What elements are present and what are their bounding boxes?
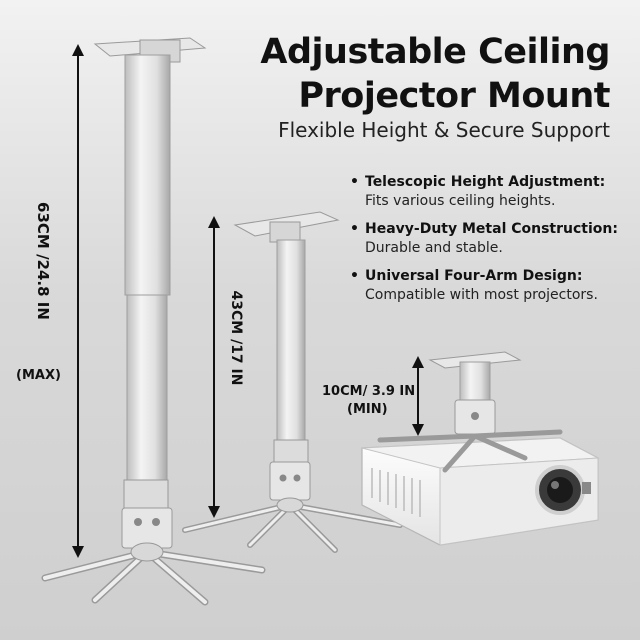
projector-mount xyxy=(428,351,522,435)
max-note-label: (MAX) xyxy=(16,368,61,383)
feature-description: Fits various ceiling heights. xyxy=(365,193,556,209)
feature-heading: Universal Four-Arm Design: xyxy=(365,268,583,284)
projector xyxy=(361,429,600,546)
max-length-label: 63CM /24.8 IN xyxy=(34,202,52,320)
title-line-2: Projector Mount xyxy=(298,76,610,116)
feature-item-heavy-duty: • Heavy-Duty Metal Construction: Durable… xyxy=(350,220,635,258)
tall-mount xyxy=(41,37,266,606)
mid-mount xyxy=(182,211,403,553)
min-note-label: (MIN) xyxy=(347,402,388,417)
feature-list: • Telescopic Height Adjustment: Fits var… xyxy=(350,173,635,314)
bullet-icon: • xyxy=(350,174,359,190)
min-length-label: 10CM/ 3.9 IN xyxy=(322,384,416,399)
feature-heading: Heavy-Duty Metal Construction: xyxy=(365,221,618,237)
mid-length-label: 43CM /17 IN xyxy=(228,290,244,386)
page-title: Adjustable Ceiling Projector Mount xyxy=(250,30,610,118)
feature-description: Compatible with most projectors. xyxy=(365,287,598,303)
bullet-icon: • xyxy=(350,221,359,237)
feature-item-telescopic: • Telescopic Height Adjustment: Fits var… xyxy=(350,173,635,211)
bullet-icon: • xyxy=(350,268,359,284)
feature-heading: Telescopic Height Adjustment: xyxy=(365,174,606,190)
subtitle: Flexible Height & Secure Support xyxy=(278,118,610,142)
title-line-1: Adjustable Ceiling xyxy=(260,32,610,72)
feature-item-four-arm: • Universal Four-Arm Design: Compatible … xyxy=(350,267,635,305)
feature-description: Durable and stable. xyxy=(365,240,503,256)
